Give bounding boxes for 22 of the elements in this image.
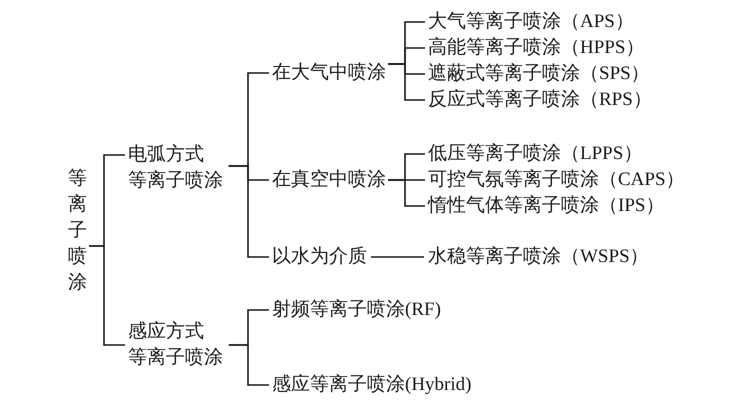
category-label: 低压等离子喷涂（LPPS） [428, 141, 642, 167]
category-label: 大气等离子喷涂（APS） [428, 9, 634, 35]
bracket-connector [89, 245, 125, 346]
bracket-connector [228, 344, 269, 386]
category-label: 感应方式等离子喷涂 [128, 319, 227, 371]
category-label: 遮蔽式等离子喷涂（SPS） [428, 61, 650, 87]
category-label: 射频等离子喷涂(RF) [272, 297, 441, 323]
root-label: 等离子喷涂 [68, 166, 87, 296]
bracket-connector [388, 179, 425, 207]
category-label: 感应等离子喷涂(Hybrid) [272, 372, 472, 398]
category-label: 水稳等离子喷涂（WSPS） [428, 244, 649, 270]
category-label: 以水为介质 [272, 244, 367, 270]
category-label: 在真空中喷涂 [272, 167, 386, 193]
category-label: 电弧方式等离子喷涂 [128, 142, 227, 194]
category-label: 惰性气体等离子喷涂（IPS） [428, 193, 664, 219]
connector-line [371, 256, 424, 258]
category-label: 在大气中喷涂 [272, 60, 386, 86]
category-label: 高能等离子喷涂（HPPS） [428, 35, 644, 61]
category-label: 反应式等离子喷涂（RPS） [428, 87, 652, 113]
bracket-connector [228, 165, 269, 258]
bracket-connector [388, 63, 425, 101]
category-label: 可控气氛等离子喷涂（CAPS） [428, 167, 685, 193]
